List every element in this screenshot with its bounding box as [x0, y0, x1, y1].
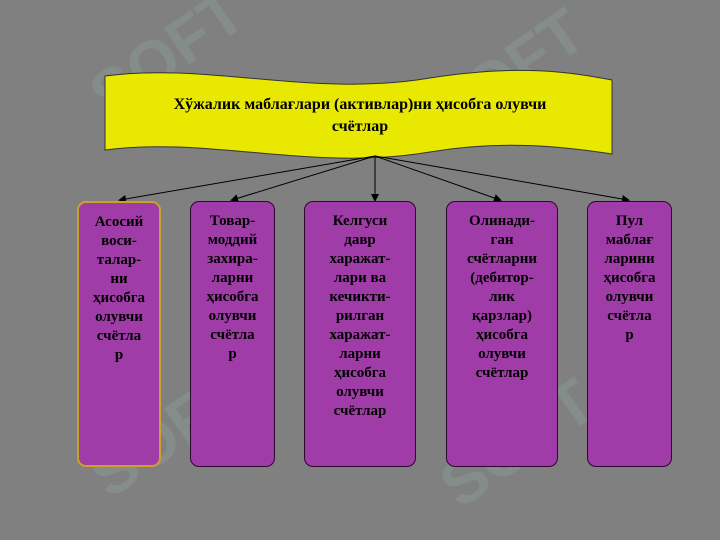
category-box-inventory: Товар- моддий захира- ларни ҳисобга олув…	[190, 201, 275, 467]
title-banner	[104, 69, 613, 159]
category-box-fixed-assets: Асосий воси- талар- ни ҳисобга олувчи сч…	[77, 201, 161, 467]
arrow-to-box-3	[374, 155, 502, 202]
arrow-to-box-4	[374, 155, 630, 203]
category-box-deferred-expenses: Келгуси давр харажат- лари ва кечикти- р…	[304, 201, 416, 467]
connector-arrows	[118, 155, 630, 203]
banner-title: Хўжалик маблағлари (активлар)ни ҳисобга …	[173, 96, 547, 135]
arrow-to-box-0	[118, 155, 376, 203]
category-box-cash: Пул маблағ ларини ҳисобга олувчи счётла …	[587, 201, 672, 467]
arrow-to-box-1	[230, 155, 376, 203]
category-box-receivables: Олинади- ган счётларни (дебитор- лик қар…	[446, 201, 558, 467]
